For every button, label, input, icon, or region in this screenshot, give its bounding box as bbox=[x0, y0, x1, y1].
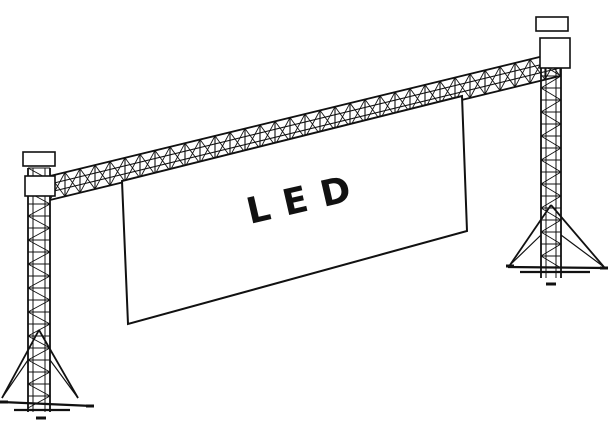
outrigger-base bbox=[507, 265, 607, 270]
outrigger-leg bbox=[1, 329, 40, 399]
right-tower-cap bbox=[535, 16, 569, 32]
outrigger-leg bbox=[509, 204, 552, 266]
truss-diagonal bbox=[139, 150, 156, 179]
truss-diagonal bbox=[244, 124, 261, 153]
outrigger-brace bbox=[49, 359, 79, 399]
tower-diagonal bbox=[27, 395, 51, 409]
left-sleeve-block bbox=[24, 175, 56, 197]
tower-diagonal bbox=[27, 347, 51, 361]
truss-diagonal bbox=[469, 70, 486, 99]
tower-diagonal bbox=[540, 123, 562, 137]
right-tower bbox=[540, 39, 562, 278]
tower-diagonal bbox=[27, 359, 51, 373]
tower-diagonal bbox=[540, 159, 562, 173]
truss-diagonal bbox=[214, 132, 231, 161]
left-tower bbox=[27, 167, 51, 412]
truss-diagonal bbox=[289, 113, 306, 142]
tower-diagonal bbox=[27, 239, 51, 253]
outrigger-brace bbox=[560, 234, 605, 268]
tower-diagonal bbox=[540, 171, 562, 185]
tower-diagonal bbox=[540, 231, 562, 245]
tower-diagonal bbox=[27, 251, 51, 265]
tower-diagonal bbox=[27, 371, 51, 385]
outrigger-leg bbox=[38, 329, 79, 399]
truss-diagonal bbox=[154, 146, 171, 175]
tower-diagonal bbox=[27, 287, 51, 301]
tower-diagonal bbox=[27, 263, 51, 277]
tower-diagonal bbox=[540, 255, 562, 269]
right-sleeve-block bbox=[539, 37, 571, 69]
truss-diagonal bbox=[304, 110, 321, 139]
left-outriggers bbox=[0, 329, 94, 420]
tower-diagonal bbox=[540, 99, 562, 113]
tower-diagonal bbox=[540, 75, 562, 89]
tower-diagonal bbox=[540, 147, 562, 161]
truss-diagonal bbox=[499, 62, 516, 91]
tower-diagonal bbox=[540, 87, 562, 101]
truss-diagonal bbox=[319, 106, 336, 135]
truss-diagonal bbox=[169, 142, 186, 172]
tower-diagonal bbox=[540, 183, 562, 197]
truss-diagonal bbox=[199, 135, 216, 164]
tower-diagonal bbox=[540, 207, 562, 221]
tower-diagonal bbox=[540, 195, 562, 209]
right-outriggers bbox=[506, 204, 608, 286]
truss-diagonal bbox=[229, 128, 246, 157]
outrigger-base bbox=[1, 400, 93, 408]
tower-diagonal bbox=[27, 203, 51, 217]
truss-diagonal bbox=[514, 59, 531, 88]
tower-diagonal bbox=[540, 135, 562, 149]
truss-diagonal bbox=[184, 139, 201, 168]
tower-diagonal bbox=[27, 335, 51, 349]
truss-diagonal bbox=[79, 164, 96, 193]
tower-diagonal bbox=[540, 243, 562, 257]
truss-diagonal bbox=[259, 121, 276, 150]
tower-caps bbox=[22, 16, 571, 197]
led-screen bbox=[120, 94, 469, 326]
tower-diagonal bbox=[27, 311, 51, 325]
tower-diagonal bbox=[27, 299, 51, 313]
tower-diagonal bbox=[27, 215, 51, 229]
tower-diagonal bbox=[27, 383, 51, 397]
truss-diagonal bbox=[109, 157, 126, 186]
outrigger-brace bbox=[509, 234, 542, 266]
tower-diagonal bbox=[540, 219, 562, 233]
tower-diagonal bbox=[27, 227, 51, 241]
truss-diagonal bbox=[274, 117, 291, 146]
truss-diagonal bbox=[64, 168, 81, 197]
left-tower-cap bbox=[22, 151, 56, 167]
outrigger-brace bbox=[1, 359, 29, 399]
tower-diagonal bbox=[27, 275, 51, 289]
truss-diagonal bbox=[94, 161, 111, 190]
tower-diagonal bbox=[540, 111, 562, 125]
truss-diagonal bbox=[484, 66, 501, 95]
outrigger-leg bbox=[550, 204, 605, 268]
truss-diagonal bbox=[124, 153, 141, 182]
